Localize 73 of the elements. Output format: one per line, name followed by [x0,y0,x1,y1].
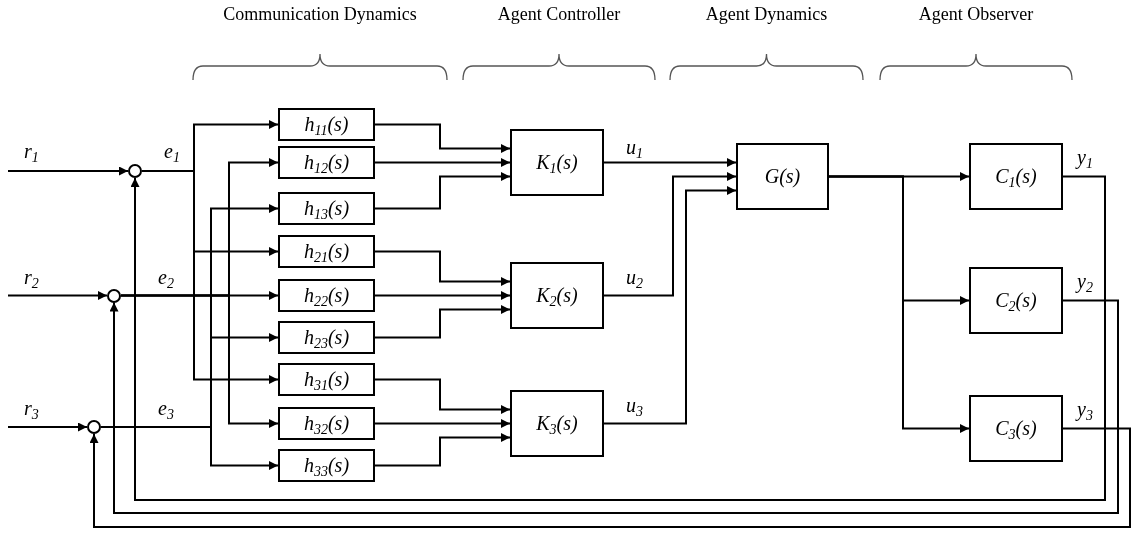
arrow [141,170,279,384]
block-box [278,363,375,396]
signal-label: e$_{2}$ [158,266,174,288]
block-box [278,407,375,440]
arrow [603,172,737,297]
arrow [120,294,279,428]
block-box [278,449,375,482]
section-heading: Agent Controller [496,3,622,26]
block-box [969,267,1063,334]
section-heading: Agent Dynamics [704,3,829,26]
signal-label: r$_{2}$ [24,266,39,288]
arrow [109,299,1119,514]
transfer-function: h$_{13}$(s) [303,197,350,220]
arrow [130,175,1106,501]
arrow [374,419,511,428]
signal-label: y$_{2}$ [1077,270,1093,292]
transfer-function: h$_{33}$(s) [303,454,350,477]
block-box [736,143,829,210]
arrow [828,175,970,433]
transfer-function: h$_{23}$(s) [303,326,350,349]
transfer-function: h$_{12}$(s) [303,151,350,174]
summing-junction [87,420,101,434]
arrow [89,427,1131,528]
transfer-function: h$_{21}$(s) [303,240,350,263]
section-heading: Communication Dynamics [222,3,418,26]
arrow [603,158,737,167]
block-box [510,129,604,196]
transfer-function: K$_{2}$(s) [536,284,578,307]
arrow [374,291,511,300]
transfer-function: K$_{1}$(s) [536,151,578,174]
arrow [374,123,511,153]
block-box [969,143,1063,210]
transfer-function: C$_{3}$(s) [995,417,1037,440]
signal-label: u$_{2}$ [626,266,643,288]
transfer-function: h$_{11}$(s) [304,113,349,136]
block-box [278,279,375,312]
arrow [374,250,511,286]
summing-junction [107,288,121,303]
signal-label: y$_{1}$ [1077,146,1093,168]
arrow [100,426,279,470]
block-box [510,262,604,329]
block-box [278,235,375,268]
block-box [278,108,375,141]
block-box [278,146,375,179]
signal-label: r$_{3}$ [24,397,39,419]
arrow [603,186,737,425]
summing-junction [128,164,142,178]
signal-label: e$_{3}$ [158,397,174,419]
arrow [7,291,108,300]
signal-label: e$_{1}$ [164,140,180,162]
transfer-function: K$_{3}$(s) [536,412,578,435]
arrow [374,433,511,467]
arrow [374,172,511,210]
signal-label: u$_{1}$ [626,136,643,158]
arrow [374,378,511,414]
block-box [278,192,375,225]
transfer-function: h$_{22}$(s) [303,284,350,307]
block-box [969,395,1063,462]
transfer-function: C$_{1}$(s) [995,165,1037,188]
arrow [374,158,511,167]
transfer-function: C$_{2}$(s) [995,289,1037,312]
arrow [7,422,88,432]
signal-label: r$_{1}$ [24,140,39,162]
block-box [510,390,604,457]
arrow [374,305,511,339]
transfer-function: G(s) [764,165,801,188]
transfer-function: h$_{32}$(s) [303,412,350,435]
signal-label: u$_{3}$ [626,394,643,416]
section-heading: Agent Observer [917,3,1035,26]
arrow [7,166,129,176]
block-box [278,321,375,354]
signal-label: y$_{3}$ [1077,398,1093,420]
transfer-function: h$_{31}$(s) [303,368,350,391]
